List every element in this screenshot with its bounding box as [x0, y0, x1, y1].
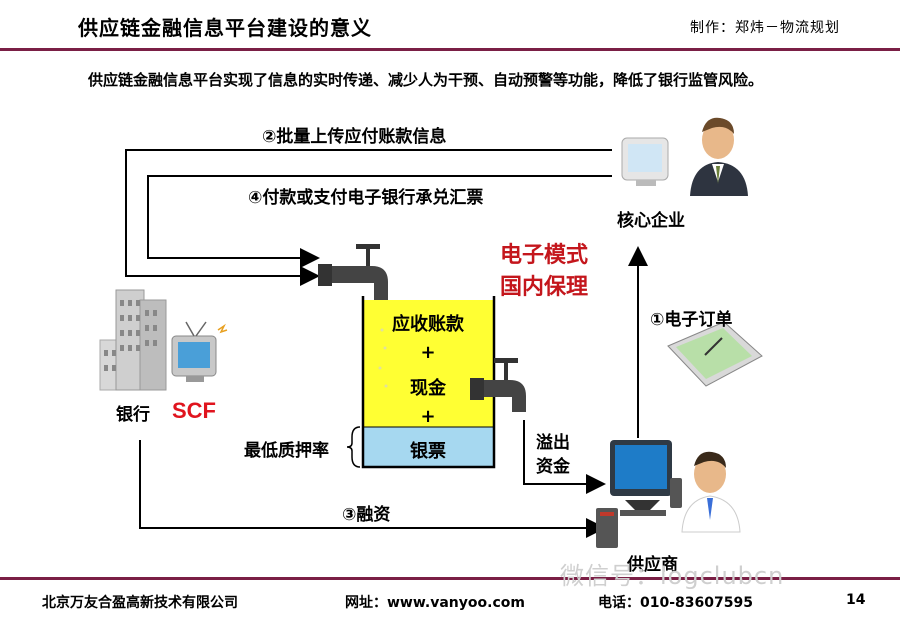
tank-receivables: 应收账款	[392, 314, 464, 335]
footer-phone: 电话：010-83607595	[598, 595, 753, 611]
page-title: 供应链金融信息平台建设的意义	[78, 16, 372, 40]
input-tap-icon	[318, 244, 388, 300]
min-pledge-rate-label: 最低质押率	[244, 441, 329, 461]
overflow-label-line2: 资金	[536, 457, 570, 477]
supplier-icon	[596, 440, 741, 548]
electronic-order-tablet-icon	[667, 321, 763, 387]
overflow-label-line1: 溢出	[536, 433, 570, 453]
flow-line-step4	[147, 175, 612, 268]
flow-line-step2	[125, 149, 612, 286]
scf-label: SCF	[172, 398, 216, 423]
flow-label-step2: ②批量上传应付账款信息	[262, 127, 447, 147]
footer-website: 网址：www.vanyoo.com	[345, 595, 525, 611]
scf-monitor-icon	[171, 321, 228, 382]
flow-label-step1: ①电子订单	[650, 310, 733, 330]
flow-line-step3	[139, 440, 606, 538]
tank-bill: 银票	[410, 441, 446, 462]
mode-label-factoring: 国内保理	[500, 275, 589, 300]
overflow-line	[523, 420, 606, 494]
flow-label-step3: ③融资	[342, 505, 391, 525]
description-text: 供应链金融信息平台实现了信息的实时传递、减少人为干预、自动预警等功能，降低了银行…	[88, 71, 764, 89]
min-pledge-bracket	[346, 426, 361, 468]
mode-label-electronic: 电子模式	[500, 243, 589, 268]
watermark-text: 微信号：logclubcn	[560, 562, 785, 590]
bank-building-icon	[99, 289, 167, 391]
core-enterprise-icon	[621, 117, 748, 196]
fund-tank	[361, 296, 496, 469]
header-rule	[0, 48, 900, 51]
flow-label-step4: ④付款或支付电子银行承兑汇票	[248, 188, 484, 208]
page-number: 14	[846, 592, 866, 608]
bank-label: 银行	[116, 405, 150, 425]
supplier-label: 供应商	[627, 555, 678, 575]
tank-plus-2: +	[420, 406, 436, 427]
core-enterprise-label: 核心企业	[617, 211, 685, 231]
author-credit: 制作：郑炜－物流规划	[690, 20, 840, 36]
tank-plus-1: +	[420, 342, 436, 363]
output-tap-icon	[470, 358, 526, 412]
footer-company: 北京万友合盈高新技术有限公司	[42, 595, 238, 611]
tank-cash: 现金	[410, 378, 446, 399]
